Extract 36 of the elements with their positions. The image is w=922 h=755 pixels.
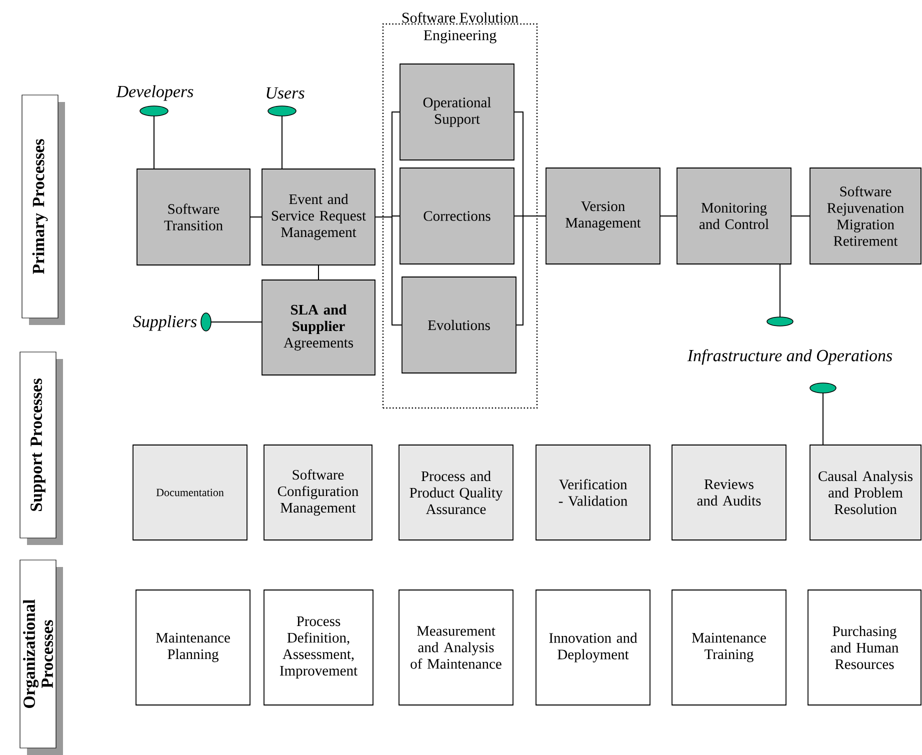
process-box: SLA and Supplier Agreements — [262, 280, 376, 376]
process-box: Software Transition — [136, 168, 250, 266]
process-box: Reviews and Audits — [672, 444, 786, 540]
group-heading: Engineering — [424, 30, 496, 44]
process-box: Evolutions — [402, 276, 516, 374]
process-box: Monitoring and Control — [676, 168, 792, 264]
process-box: Purchasing and Human Resources — [808, 590, 922, 706]
connector-dot — [810, 382, 836, 394]
process-box: Software Rejuvenation Migration Retirement — [810, 168, 922, 264]
process-box: Version Management — [546, 168, 660, 264]
connector-line — [374, 216, 402, 326]
process-box: Software Configuration Management — [264, 444, 372, 540]
process-box: Maintenance Training — [672, 590, 786, 706]
section-label: Support Processes — [20, 352, 63, 545]
process-box: Causal Analysis and Problem Resolution — [810, 444, 922, 540]
process-box: Process Definition, Assessment, Improvement — [264, 590, 374, 706]
process-box: Event and Service Request Management — [262, 168, 376, 266]
process-box: Maintenance Planning — [136, 590, 250, 706]
connector-line — [822, 392, 824, 446]
section-label: Organizational Processes — [20, 560, 63, 755]
process-box: Documentation — [132, 444, 248, 540]
actor-label: Developers — [116, 85, 194, 101]
connector-line — [250, 216, 262, 218]
actor-label: Suppliers — [133, 315, 197, 331]
group-title: Software Evolution — [402, 12, 518, 23]
process-box: Verification - Validation — [536, 444, 650, 540]
actor-label: Infrastructure and Operations — [687, 349, 892, 365]
process-box: Measurement and Analysis of Maintenance — [398, 590, 514, 706]
connector-line — [318, 264, 319, 280]
process-box: Corrections — [400, 168, 514, 264]
actor-label: Users — [266, 87, 304, 99]
process-box: Innovation and Deployment — [536, 590, 650, 706]
process-box: Operational Support — [400, 64, 514, 160]
connector-line — [516, 216, 546, 326]
section-label: Primary Processes — [22, 94, 65, 325]
process-box: Process and Product Quality Assurance — [398, 444, 514, 540]
